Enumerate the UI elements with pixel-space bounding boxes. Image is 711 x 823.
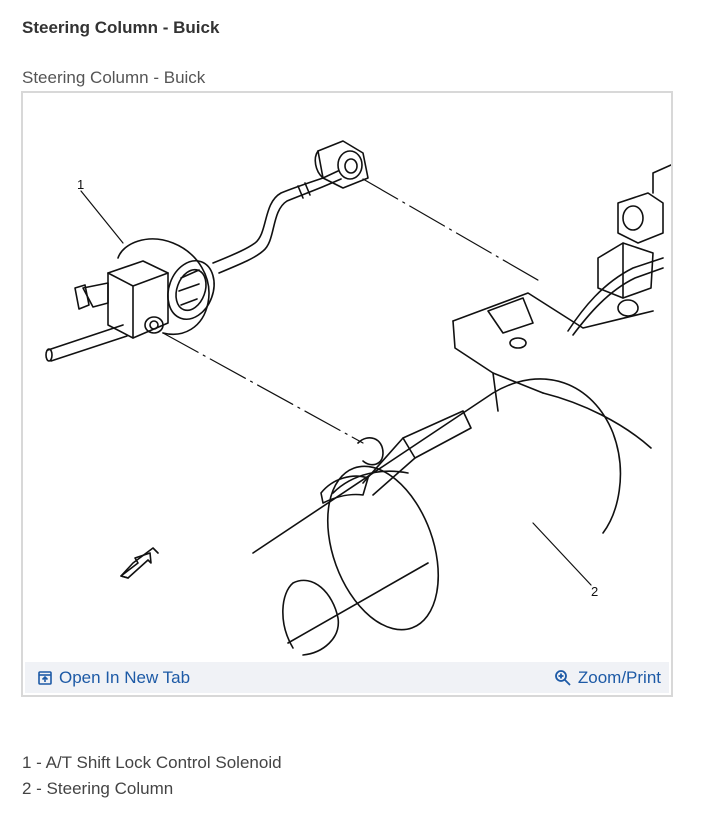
steering-column bbox=[252, 164, 671, 656]
shift-lock-solenoid bbox=[45, 238, 215, 362]
open-in-new-tab-label: Open In New Tab bbox=[59, 668, 191, 687]
figure-caption: Steering Column - Buick bbox=[22, 68, 206, 87]
zoom-print-label: Zoom/Print bbox=[577, 668, 661, 687]
zoom-print-link[interactable]: Zoom/Print bbox=[554, 668, 661, 688]
steering-column-diagram: 1 2 bbox=[45, 140, 671, 656]
open-in-new-tab-link[interactable]: Open In New Tab bbox=[37, 668, 190, 688]
open-in-new-tab-icon bbox=[38, 671, 52, 685]
cable-end-fitting bbox=[314, 140, 369, 189]
diagram-figure: 1 2 Open In New Tab Zoom/Print bbox=[21, 91, 673, 697]
front-direction-arrow bbox=[120, 547, 159, 579]
callout-2: 2 bbox=[591, 584, 598, 599]
legend-item: 2 - Steering Column bbox=[22, 779, 174, 798]
callout-leaders bbox=[80, 190, 592, 586]
cable-harness bbox=[212, 170, 342, 274]
page-title: Steering Column - Buick bbox=[22, 18, 220, 37]
legend-item: 1 - A/T Shift Lock Control Solenoid bbox=[22, 753, 282, 772]
figure-toolbar: Open In New Tab Zoom/Print bbox=[25, 662, 669, 693]
callout-1: 1 bbox=[77, 177, 84, 192]
zoom-in-icon bbox=[554, 670, 571, 686]
alignment-lines bbox=[162, 178, 544, 444]
legend-list: 1 - A/T Shift Lock Control Solenoid 2 - … bbox=[22, 750, 282, 802]
